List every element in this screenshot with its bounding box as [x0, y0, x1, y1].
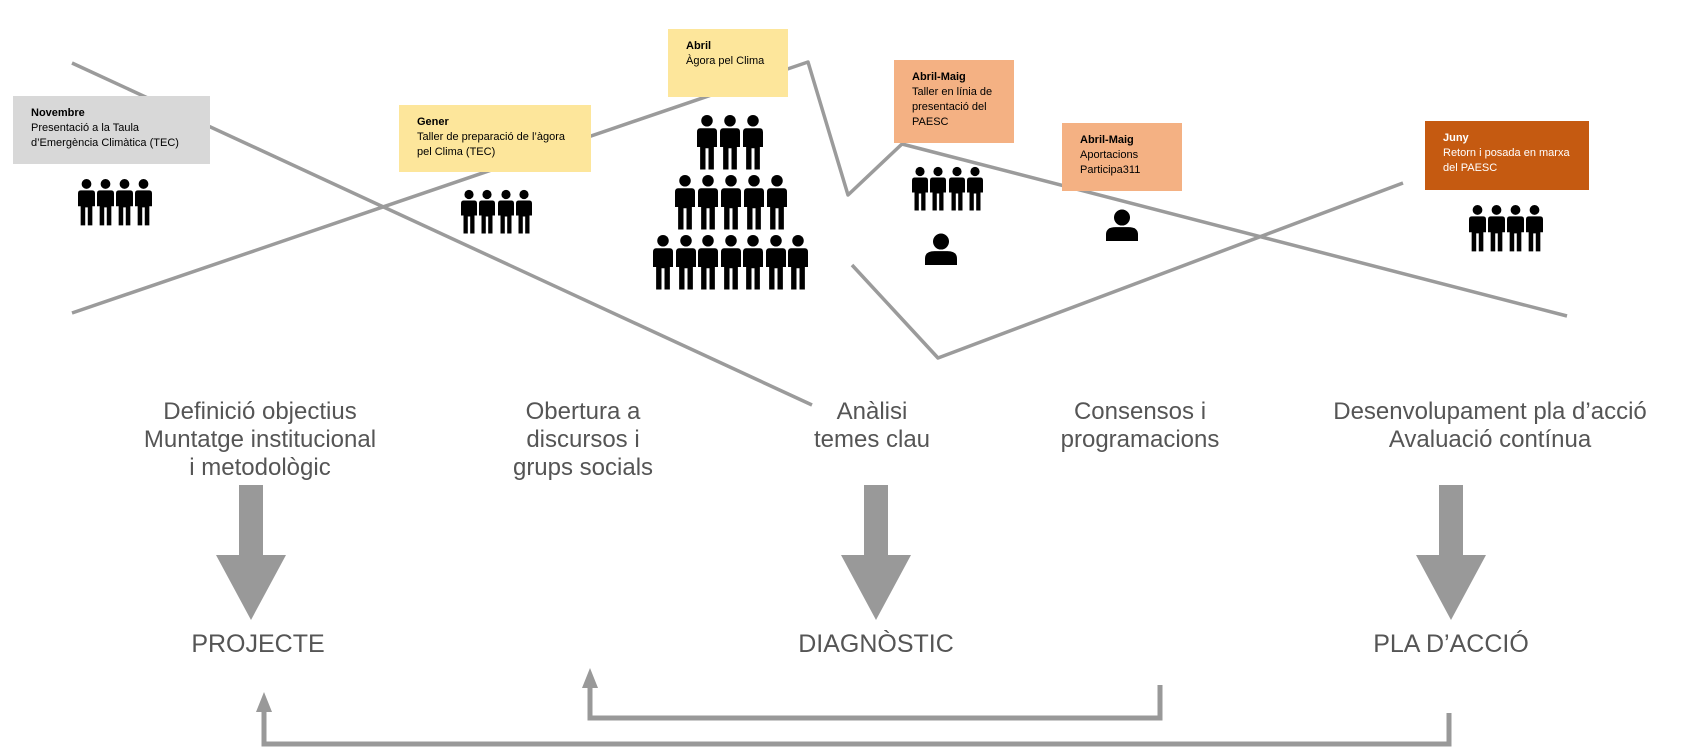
milestone-title: Abril-Maig: [912, 71, 966, 83]
timeline-line-ascending: [71, 60, 1568, 318]
people-group-icon: [912, 166, 983, 211]
feedback-arrow-head-short: [582, 668, 598, 688]
person-icon: [1106, 209, 1138, 241]
milestone-abril-maig-taller: Abril-Maig Taller en línia de presentaci…: [894, 60, 1014, 143]
result-pla-accio: PLA D’ACCIÓ: [1373, 630, 1529, 658]
people-crowd-icon: [653, 115, 808, 290]
milestone-title: Gener: [417, 116, 449, 128]
phase-label-consensos: Consensos i programacions: [1060, 398, 1220, 453]
milestone-description: Taller en línia de presentació del PAESC: [912, 86, 993, 128]
milestone-gener: Gener Taller de preparació de l’àgora pe…: [399, 105, 591, 172]
phase-label-desenvolupament: Desenvolupament pla d’acció Avaluació co…: [1333, 398, 1647, 453]
feedback-loop-short: [587, 685, 1163, 721]
milestone-title: Abril: [686, 40, 712, 52]
milestone-description: Taller de preparació de l’àgora pel Clim…: [417, 131, 565, 158]
phase-label-obertura: Obertura a discursos i grups socials: [512, 398, 654, 481]
feedback-loop-long: [261, 712, 1452, 747]
down-arrow-pla-accio: [1416, 485, 1486, 620]
milestone-description: Presentació a la Taula d’Emergència Clim…: [31, 122, 179, 149]
timeline-line-zigzag: [850, 181, 1404, 360]
milestone-juny: Juny Retorn i posada en marxa del PAESC: [1425, 121, 1589, 190]
milestone-description: Aportacions Participa311: [1080, 149, 1141, 176]
milestone-description: Àgora pel Clima: [686, 55, 765, 67]
milestone-novembre: Novembre Presentació a la Taula d’Emergè…: [13, 96, 210, 164]
down-arrow-diagnostic: [841, 485, 911, 620]
phase-label-definicio: Definició objectius Muntatge institucion…: [143, 398, 377, 481]
person-icon: [925, 233, 957, 265]
milestone-description: Retorn i posada en marxa del PAESC: [1443, 147, 1570, 174]
milestone-abril-maig-aportacions: Abril-Maig Aportacions Participa311: [1062, 123, 1182, 191]
phase-label-analisi: Anàlisi temes clau: [813, 398, 931, 453]
people-group-icon: [461, 189, 532, 234]
milestone-abril: Abril Àgora pel Clima: [668, 29, 788, 97]
result-diagnostic: DIAGNÒSTIC: [798, 630, 954, 658]
milestone-title: Abril-Maig: [1080, 134, 1134, 146]
milestone-title: Novembre: [31, 107, 85, 119]
milestone-title: Juny: [1443, 132, 1469, 144]
people-group-icon: [78, 179, 152, 226]
people-group-icon: [1469, 205, 1543, 252]
down-arrow-projecte: [216, 485, 286, 620]
result-projecte: PROJECTE: [191, 630, 325, 658]
feedback-arrow-head-long: [256, 692, 272, 712]
